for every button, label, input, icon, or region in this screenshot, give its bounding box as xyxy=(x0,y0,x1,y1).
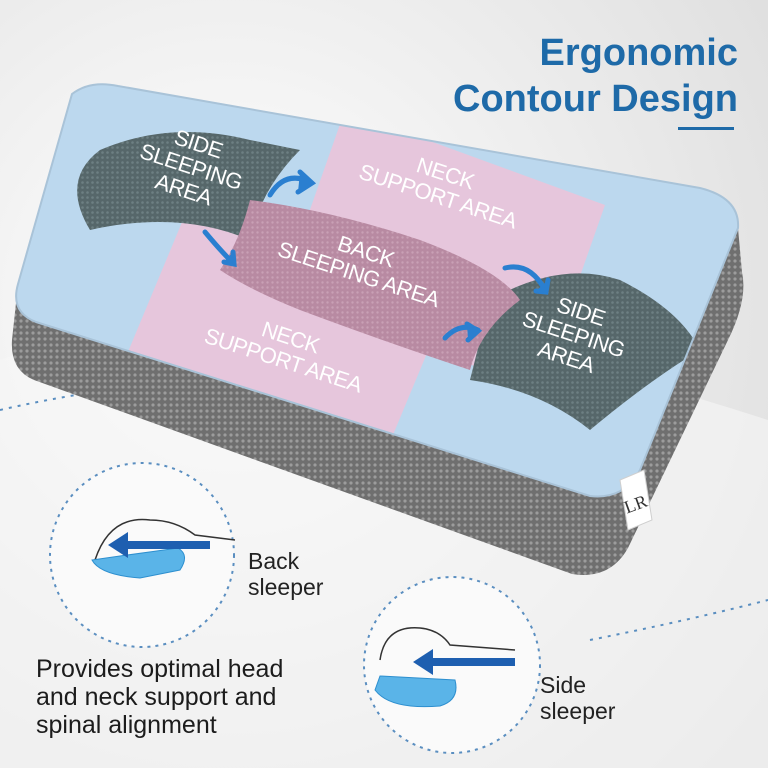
headline-rule xyxy=(678,127,734,130)
back-sleeper-line2: sleeper xyxy=(248,574,324,600)
dotted-curve-right xyxy=(589,599,768,641)
curve-arrows xyxy=(202,169,551,343)
headline-line1: Ergonomic xyxy=(539,32,738,74)
pillow-side-mesh xyxy=(11,228,744,575)
side-sleeper-line1: Side xyxy=(540,672,587,698)
back-sleeper-illustration xyxy=(49,462,236,648)
side-sleeper-label: Side sleeper xyxy=(540,672,615,724)
benefit-caption: Provides optimal head and neck support a… xyxy=(36,655,336,739)
caption-line1: Provides optimal head xyxy=(36,655,284,683)
headline-line2: Contour Design xyxy=(453,78,738,120)
side-sleeper-line2: sleeper xyxy=(540,698,616,724)
caption-line2: and neck support and xyxy=(36,683,277,711)
side-sleeper-illustration xyxy=(363,576,541,754)
back-sleeper-line1: Back xyxy=(248,548,300,574)
headline: Ergonomic Contour Design xyxy=(418,30,738,122)
brand-tag: LR xyxy=(619,469,653,531)
back-sleeper-label: Back sleeper xyxy=(248,548,323,600)
caption-line3: spinal alignment xyxy=(36,711,217,739)
